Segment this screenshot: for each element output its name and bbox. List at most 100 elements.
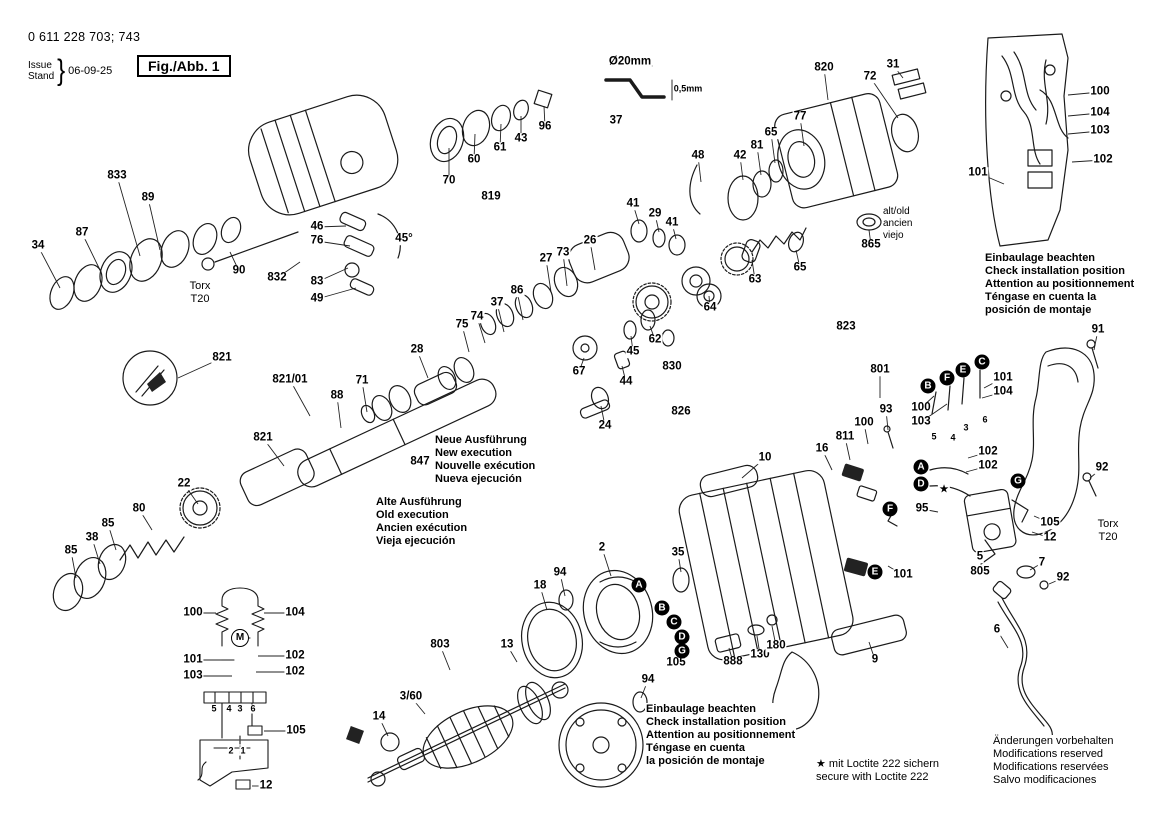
part-label: 94 (640, 673, 656, 686)
circled-letter-e: E (867, 564, 883, 580)
part-label: 28 (409, 343, 425, 356)
part-label: 888 (722, 655, 744, 668)
part-label: 76 (309, 234, 325, 247)
part-label: 5 (930, 431, 938, 442)
part-label: 42 (732, 149, 748, 162)
part-label: 830 (661, 360, 683, 373)
part-label: 90 (231, 264, 247, 277)
part-label: 70 (441, 174, 457, 187)
part-label: 103 (1089, 124, 1111, 137)
stand-word: Stand (28, 71, 55, 82)
figure-label: Fig./Abb. 1 (137, 55, 231, 77)
part-label: 71 (354, 374, 370, 387)
part-label: 72 (862, 70, 878, 83)
circled-letter-g: G (1010, 473, 1026, 489)
part-label: 29 (647, 207, 663, 220)
part-label: 73 (555, 246, 571, 259)
part-label: 100 (1089, 85, 1111, 98)
part-label: 102 (284, 649, 306, 662)
document-number: 0 611 228 703; 743 (28, 30, 141, 44)
circled-letter-c: C (666, 614, 682, 630)
circled-letter-f: F (939, 370, 955, 386)
part-label: 38 (84, 531, 100, 544)
part-label: 13 (499, 638, 515, 651)
part-label: 102 (284, 665, 306, 678)
part-label: 832 (266, 271, 288, 284)
part-label: 91 (1090, 323, 1106, 336)
part-label: 2 (597, 541, 607, 554)
part-label: 60 (466, 153, 482, 166)
part-label: 805 (969, 565, 991, 578)
part-label: 5 (975, 550, 985, 563)
circled-letter-c: C (974, 354, 990, 370)
part-label: 14 (371, 710, 387, 723)
gear-housing-shape (248, 94, 399, 216)
part-label: 104 (1089, 106, 1111, 119)
part-label: 45 (625, 345, 641, 358)
part-label: 83 (309, 275, 325, 288)
part-label: 44 (618, 375, 634, 388)
part-label: 865 (860, 238, 882, 251)
part-label: 100 (853, 416, 875, 429)
part-label: 10 (757, 451, 773, 464)
part-label: 833 (106, 169, 128, 182)
part-label: 92 (1055, 571, 1071, 584)
part-label: 105 (285, 724, 307, 737)
part-label: 34 (30, 239, 46, 252)
part-label: 65 (792, 261, 808, 274)
part-label: 101 (182, 653, 204, 666)
part-label: 9 (870, 653, 880, 666)
circled-letter-b: B (920, 378, 936, 394)
part-label: 63 (747, 273, 763, 286)
part-label: 31 (885, 58, 901, 71)
part-label: 37 (608, 114, 624, 127)
part-label: 100 (910, 401, 932, 414)
part-label: 2 (227, 745, 235, 756)
part-label: 0,5mm (672, 83, 704, 94)
part-label: 95 (914, 502, 930, 515)
circled-letter-b: B (654, 600, 670, 616)
part-label: 65 (763, 126, 779, 139)
part-label: 101 (967, 166, 989, 179)
part-label: 3 (962, 422, 970, 433)
part-label: 43 (513, 132, 529, 145)
part-label: 130 (749, 648, 771, 661)
part-label: 803 (429, 638, 451, 651)
part-label: 75 (454, 318, 470, 331)
part-label: 87 (74, 226, 90, 239)
circled-letter-e: E (955, 362, 971, 378)
part-label: 94 (552, 566, 568, 579)
part-label: 16 (814, 442, 830, 455)
part-label: 819 (480, 190, 502, 203)
brace-glyph: } (57, 53, 66, 88)
part-label: 41 (664, 216, 680, 229)
part-label: ★ (937, 483, 951, 496)
part-label: 74 (469, 310, 485, 323)
part-label: 4 (225, 703, 233, 714)
circled-letter-a: A (631, 577, 647, 593)
part-label: 85 (63, 544, 79, 557)
part-label: 801 (869, 363, 891, 376)
part-label: 821 (211, 351, 233, 364)
part-label: 104 (284, 606, 306, 619)
circled-letter-m: M (231, 629, 249, 647)
part-label: 105 (1039, 516, 1061, 529)
part-label: 102 (977, 445, 999, 458)
part-label: 93 (878, 403, 894, 416)
part-label: 180 (765, 639, 787, 652)
part-label: 826 (670, 405, 692, 418)
part-label: 48 (690, 149, 706, 162)
part-label: 103 (910, 415, 932, 428)
part-label: 64 (702, 301, 718, 314)
part-label: 12 (258, 779, 274, 792)
part-label: 101 (992, 371, 1014, 384)
part-label: 3/60 (398, 690, 424, 703)
part-label: 102 (977, 459, 999, 472)
